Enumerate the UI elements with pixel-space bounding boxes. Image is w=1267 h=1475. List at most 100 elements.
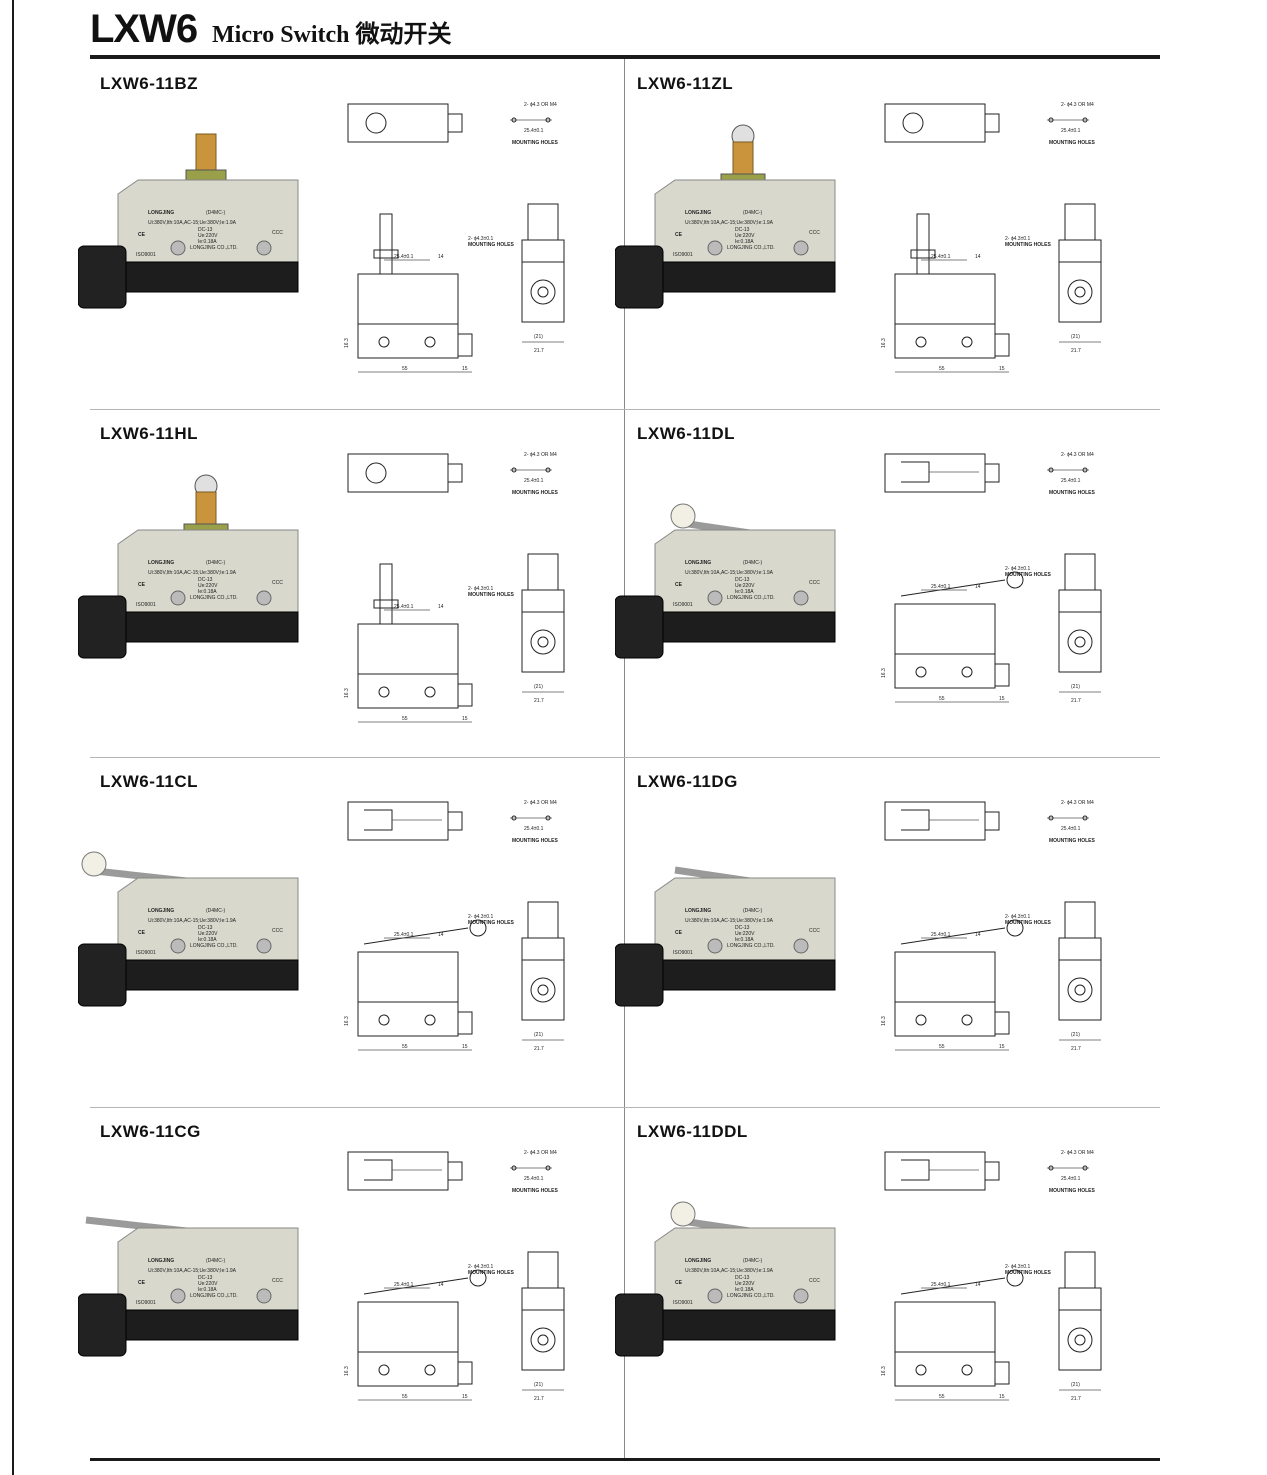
dc-label: DC-13 (735, 227, 750, 233)
front-gland (457, 1011, 473, 1035)
dim-gland: 15 (462, 716, 468, 722)
side-gland-core (1074, 984, 1086, 996)
switch-base (117, 1309, 299, 1341)
ie-label: Ie:0.18A (198, 239, 217, 245)
mounting-holes-caption: MOUNTING HOLES (468, 920, 514, 926)
side-body (521, 239, 565, 263)
roller (81, 851, 107, 877)
dim-offset: 14 (975, 584, 981, 590)
screw (170, 938, 186, 954)
front-base (894, 653, 996, 689)
side-body (521, 589, 565, 613)
hole-spec: 2- ϕ4.3 OR M4 (524, 452, 557, 458)
side-top (1064, 203, 1096, 241)
product-photo: LONGJING (D4MC-) Ui:380V,Ith:10A,AC-15;Ue:… (615, 1201, 836, 1357)
mount-hole (1082, 1165, 1088, 1171)
model-code: (D4MC-) (206, 1258, 225, 1264)
dim-pitch: 25.4±0.1 (394, 254, 414, 260)
model-code: (D4MC-) (206, 560, 225, 566)
model-code: (D4MC-) (743, 1258, 762, 1264)
hole-tolerance: 2- ϕ4.3±0.1 (1005, 1264, 1031, 1270)
front-plunger (379, 563, 393, 625)
screw (256, 1288, 272, 1304)
dim-overall-depth: 21.7 (1071, 698, 1081, 704)
series-title: LXW6 (90, 7, 198, 51)
dim-offset: 14 (975, 254, 981, 260)
mounting-holes-caption: MOUNTING HOLES (512, 1188, 558, 1194)
switch-base (117, 959, 299, 991)
mounting-holes-caption: MOUNTING HOLES (1005, 242, 1051, 248)
dim-width: 55 (402, 1394, 408, 1400)
cable-gland (615, 943, 664, 1007)
dim-width: 55 (939, 1394, 945, 1400)
rating-label: Ui:380V,Ith:10A,AC-15;Ue:380V;Ie:1.9A (685, 1268, 774, 1274)
front-base (357, 1351, 459, 1387)
ue-label: Ue:220V (198, 583, 218, 589)
side-gland (1067, 629, 1093, 655)
switch-base (654, 959, 836, 991)
top-view-gland (447, 811, 463, 831)
rating-label: Ui:380V,Ith:10A,AC-15;Ue:380V;Ie:1.9A (148, 570, 237, 576)
mount-hole (511, 467, 517, 473)
ie-label: Ie:0.18A (198, 937, 217, 943)
product-photo: LONGJING(D4MC-)Ui:380V,Ith:10A,AC-15;Ue:… (78, 851, 299, 1007)
dc-label: DC-13 (198, 227, 213, 233)
dim-offset: 14 (438, 254, 444, 260)
cert-label: ISO9001 (673, 252, 693, 258)
dim-depth: (21) (1071, 684, 1080, 690)
mount-hole (545, 815, 551, 821)
side-gland (1067, 1327, 1093, 1353)
dim-gland: 15 (462, 1394, 468, 1400)
mount-hole (545, 1165, 551, 1171)
dim-width: 55 (939, 1044, 945, 1050)
cert-label: ISO9001 (136, 950, 156, 956)
lever-slot (364, 809, 393, 831)
hole-pitch: 25.4±0.1 (524, 1176, 544, 1182)
top-view (884, 103, 986, 143)
plunger-top (365, 462, 387, 484)
maker-label: LONGJING CO.,LTD. (727, 943, 775, 949)
dim-pitch: 25.4±0.1 (394, 1282, 414, 1288)
mounting-holes-caption: MOUNTING HOLES (468, 592, 514, 598)
ue-label: Ue:220V (198, 1281, 218, 1287)
row-divider (90, 1107, 1160, 1108)
front-roller (469, 1269, 487, 1287)
product-photo: LONGJING(D4MC-)Ui:380V,Ith:10A,AC-15;Ue:… (615, 866, 836, 1007)
side-top (527, 203, 559, 241)
side-base (521, 261, 565, 323)
product-photo: LONGJING(D4MC-)Ui:380V,Ith:10A,AC-15;Ue:… (615, 124, 836, 309)
model-code: (D4MC-) (743, 908, 762, 914)
dim-height: 16.3 (881, 1366, 887, 1376)
mount-hole (511, 815, 517, 821)
dim-depth: (21) (534, 334, 543, 340)
front-roller (1006, 919, 1024, 937)
brand-label: LONGJING (685, 1258, 711, 1264)
front-base (894, 323, 996, 359)
top-view (347, 1151, 449, 1191)
model-code: (D4MC-) (743, 560, 762, 566)
mounting-holes-caption: MOUNTING HOLES (468, 1270, 514, 1276)
dim-pitch: 25.4±0.1 (931, 254, 951, 260)
top-view-gland (984, 811, 1000, 831)
dim-gland: 15 (999, 366, 1005, 372)
cable-gland (78, 943, 127, 1007)
ue-label: Ue:220V (198, 233, 218, 239)
ce-mark: CE (138, 582, 146, 588)
column-divider (624, 59, 625, 1458)
ccc-mark: CCC (272, 1278, 283, 1284)
plunger-top (902, 112, 924, 134)
product-photo: LONGJING(D4MC-)Ui:380V,Ith:10A,AC-15;Ue:… (78, 133, 299, 309)
hole-tolerance: 2- ϕ4.3±0.1 (468, 586, 494, 592)
row-divider (90, 757, 1160, 758)
mounting-holes-caption: MOUNTING HOLES (1049, 838, 1095, 844)
maker-label: LONGJING CO.,LTD. (727, 1293, 775, 1299)
ue-label: Ue:220V (735, 1281, 755, 1287)
ccc-mark: CCC (809, 1278, 820, 1284)
ce-mark: CE (675, 930, 683, 936)
mount-hole (1048, 1165, 1054, 1171)
